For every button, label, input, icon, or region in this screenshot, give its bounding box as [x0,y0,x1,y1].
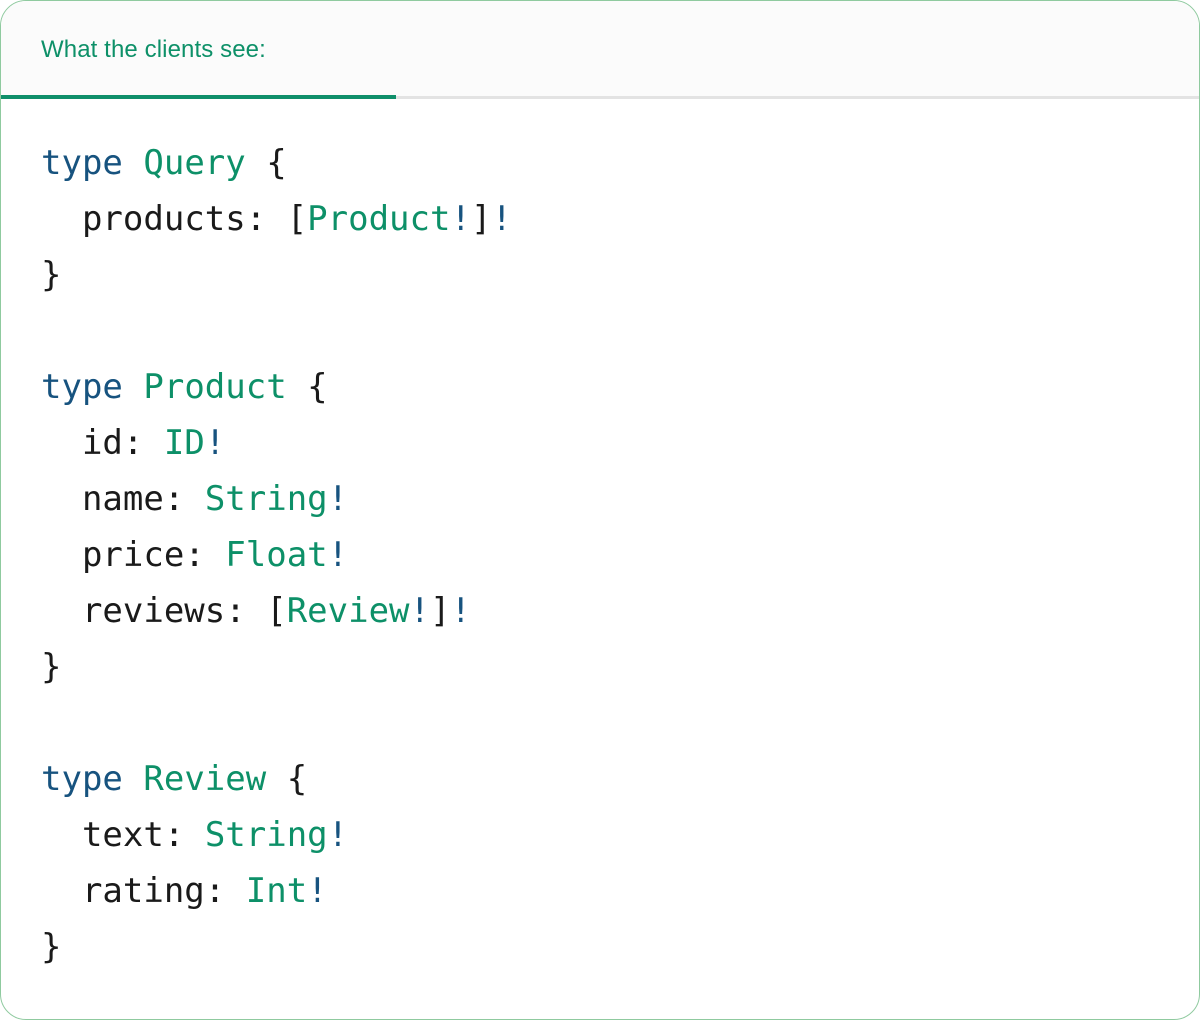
space [266,759,286,799]
blank-line [41,695,1199,751]
non-null-marker: ! [307,871,328,911]
brace-close-query: } [41,255,62,295]
blank-line [41,303,1199,359]
indent [41,815,82,855]
type-name-review: Review [143,759,267,799]
field-id: id [81,423,123,463]
non-null-marker: ! [204,423,226,463]
indent [41,591,82,631]
brace-close-review: } [41,927,62,967]
space [205,535,225,575]
type-ref-int: Int [245,871,308,911]
indent [41,479,82,519]
space [246,591,266,631]
non-null-marker: ! [450,591,471,631]
keyword-type-query: type [41,143,123,183]
colon: : [204,871,226,911]
space [266,199,286,239]
code-area: type Query { products: [Product!]! } typ… [1,99,1199,975]
field-price: price [81,535,185,575]
type-name-product: Product [143,367,287,407]
non-null-marker: ! [327,535,349,575]
type-ref-product: Product [307,199,451,239]
brace-open-review: { [286,759,308,799]
field-reviews: reviews [81,591,226,631]
indent [41,535,82,575]
type-ref-string: String [204,815,328,855]
non-null-marker: ! [409,591,431,631]
field-products: products [81,199,246,239]
tab-what-the-clients-see[interactable]: What the clients see: [1,1,396,99]
non-null-marker: ! [327,815,349,855]
type-name-query: Query [143,143,246,183]
graphql-schema-code: type Query { products: [Product!]! } typ… [41,135,1199,975]
type-ref-review: Review [286,591,410,631]
brace-open-query: { [266,143,287,183]
non-null-marker: ! [450,199,471,239]
bracket-close: ] [470,199,492,239]
type-ref-string: String [204,479,328,519]
bracket-open: [ [286,199,308,239]
space [123,143,143,183]
space [123,367,143,407]
brace-close-product: } [41,647,62,687]
indent [41,871,82,911]
colon: : [245,199,267,239]
bracket-open: [ [266,591,287,631]
space [184,479,204,519]
keyword-type-product: type [41,367,123,407]
type-ref-id: ID [163,423,205,463]
non-null-marker: ! [491,199,512,239]
space [123,759,143,799]
space [184,815,204,855]
field-name: name [81,479,164,519]
tab-label: What the clients see: [41,36,266,63]
bracket-close: ] [430,591,451,631]
colon: : [163,479,185,519]
indent [41,423,82,463]
brace-open-product: { [307,367,328,407]
tab-strip: What the clients see: [1,1,1199,99]
type-ref-float: Float [225,535,328,575]
colon: : [225,591,246,631]
colon: : [184,535,205,575]
space [287,367,307,407]
space [225,871,245,911]
keyword-type-review: type [41,759,123,799]
field-text: text [81,815,164,855]
non-null-marker: ! [327,479,349,519]
field-rating: rating [81,871,205,911]
indent [41,199,82,239]
space [246,143,266,183]
space [143,423,163,463]
colon: : [122,423,144,463]
colon: : [163,815,185,855]
